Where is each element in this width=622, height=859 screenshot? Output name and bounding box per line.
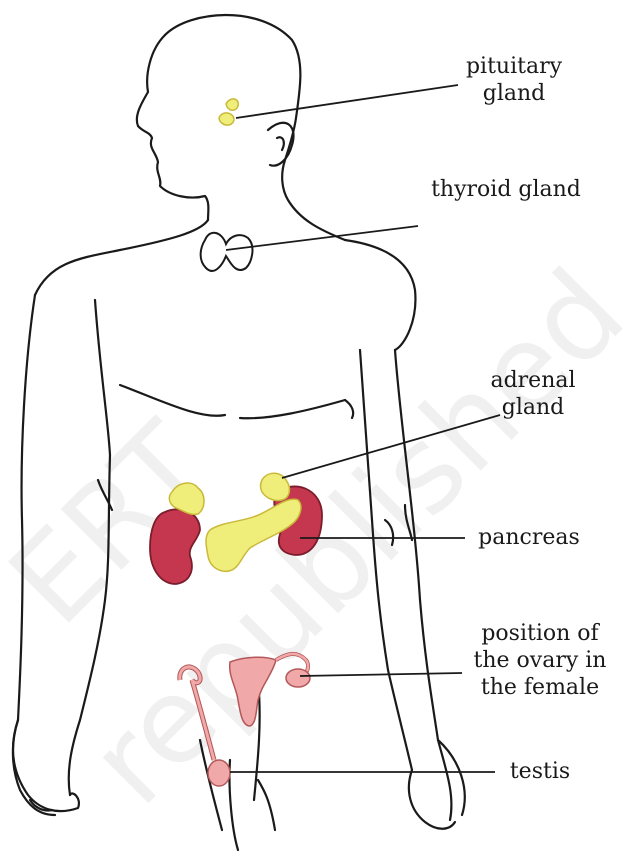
ovary-shape: [286, 669, 310, 687]
chest-line-left: [120, 385, 225, 416]
label-pituitary-line-2: gland: [455, 80, 573, 107]
leader-ovary: [300, 673, 462, 676]
leader-pituitary: [236, 85, 458, 118]
label-adrenal-line-2: gland: [478, 394, 588, 421]
head-outline: [165, 15, 345, 240]
label-thyroid-line-1: thyroid gland: [418, 176, 594, 203]
label-testis: testis: [495, 758, 585, 785]
label-ovary-line-2: the ovary in: [462, 647, 618, 674]
left-kidney-shape: [150, 509, 200, 584]
thyroid-gland-shape: [201, 233, 253, 271]
chest-line-right: [240, 400, 345, 418]
label-testis-line-1: testis: [495, 758, 585, 785]
uterus-shape: [230, 657, 276, 726]
testis-shape: [208, 760, 230, 786]
label-thyroid-gland: thyroid gland: [418, 176, 594, 203]
label-ovary-line-1: position of: [462, 620, 618, 647]
face-profile: [137, 35, 209, 220]
neck-outline: [35, 220, 208, 295]
pituitary-gland-shape: [219, 99, 238, 125]
label-pancreas-line-1: pancreas: [465, 524, 593, 551]
label-adrenal-gland: adrenal gland: [478, 367, 588, 421]
label-adrenal-line-1: adrenal: [478, 367, 588, 394]
left-torso: [13, 295, 55, 815]
label-pituitary-gland: pituitary gland: [455, 53, 573, 107]
label-ovary-line-3: the female: [462, 674, 618, 701]
label-pituitary-line-1: pituitary: [455, 53, 573, 80]
leader-adrenal: [282, 415, 500, 478]
label-pancreas: pancreas: [465, 524, 593, 551]
label-ovary-position: position of the ovary in the female: [462, 620, 618, 701]
right-torso: [345, 240, 415, 350]
